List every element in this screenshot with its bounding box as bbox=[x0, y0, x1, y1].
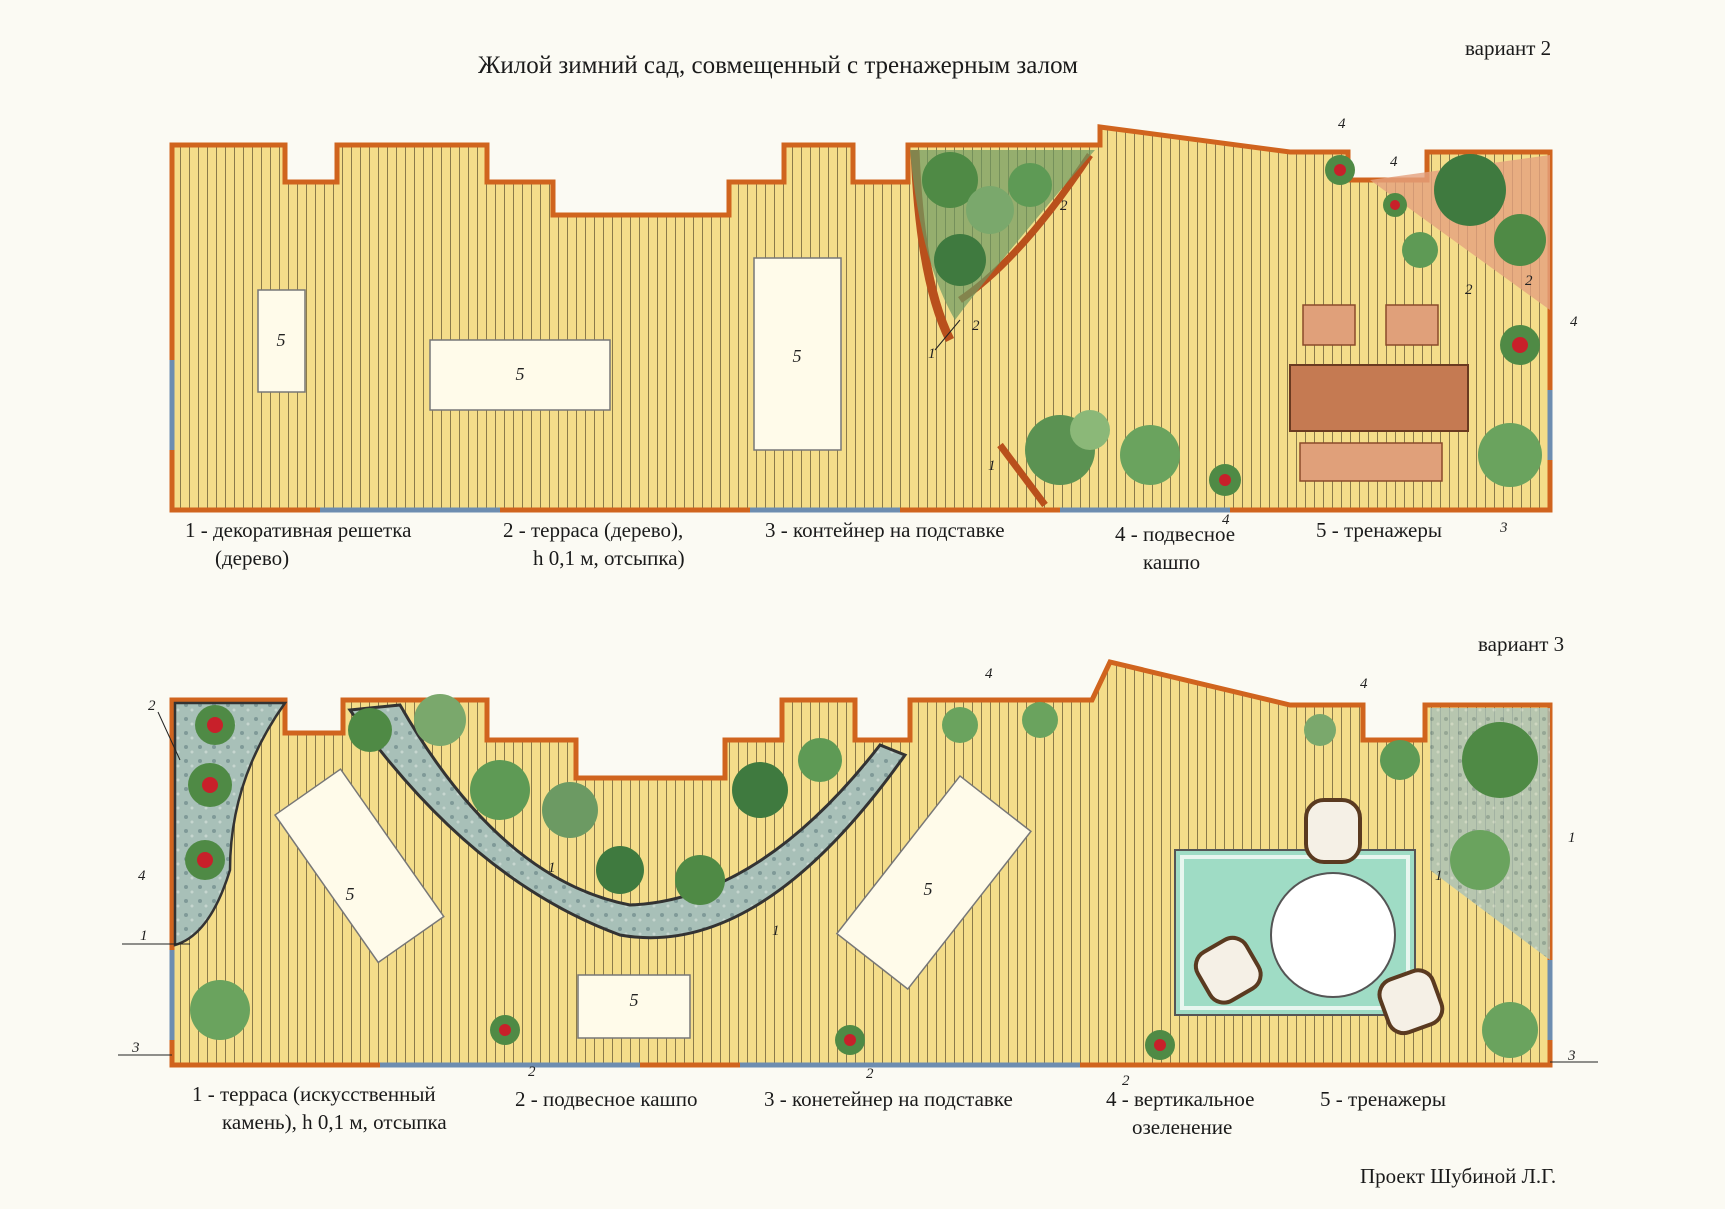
callout-number: 3 bbox=[131, 1040, 140, 1056]
legend-item: 2 - терраса (дерево), bbox=[503, 518, 684, 542]
callout-number: 2 bbox=[1122, 1073, 1130, 1089]
equipment-label: 5 bbox=[277, 330, 286, 350]
plan-variant-3 bbox=[169, 659, 1553, 1068]
legend-item: 2 - подвесное кашпо bbox=[515, 1087, 698, 1111]
equipment-labels: 5 5 5 5 5 5 bbox=[277, 330, 933, 1010]
plan-variant-2 bbox=[169, 124, 1553, 513]
legend-item: 5 - тренажеры bbox=[1316, 518, 1442, 542]
equipment-label: 5 bbox=[924, 879, 933, 899]
callout-number: 4 bbox=[985, 666, 993, 682]
equipment-2 bbox=[429, 339, 611, 411]
equipment-label: 5 bbox=[630, 990, 639, 1010]
callout-number: 3 bbox=[1567, 1048, 1576, 1064]
equipment-3 bbox=[753, 257, 842, 451]
author-credit: Проект Шубиной Л.Г. bbox=[1360, 1164, 1557, 1188]
callout-number: 2 bbox=[528, 1064, 536, 1080]
variant-label: вариант 2 bbox=[1465, 36, 1552, 60]
legend-item: 3 - конетейнер на подставке bbox=[764, 1087, 1013, 1111]
callout-number: 2 bbox=[1465, 282, 1473, 298]
legend-item: 3 - контейнер на подставке bbox=[765, 518, 1005, 542]
callouts: 1 2 2 1 4 4 2 2 4 3 4 2 4 1 3 4 4 1 1 1 … bbox=[118, 116, 1598, 1089]
legend-item: камень), h 0,1 м, отсыпка bbox=[222, 1110, 447, 1134]
legend-item: 4 - подвесное bbox=[1115, 522, 1236, 546]
equipment-label: 5 bbox=[793, 346, 802, 366]
callout-number: 3 bbox=[1499, 520, 1508, 536]
legend-item: 4 - вертикальное bbox=[1106, 1087, 1255, 1111]
callout-number: 1 bbox=[548, 860, 556, 876]
legend-item: кашпо bbox=[1143, 550, 1201, 574]
equipment-label: 5 bbox=[516, 364, 525, 384]
callout-number: 4 bbox=[1338, 116, 1346, 132]
callout-number: 2 bbox=[1525, 273, 1533, 289]
equipment-1 bbox=[257, 289, 306, 393]
equipment-4 bbox=[273, 768, 445, 964]
legend-item: 1 - декоративная решетка bbox=[185, 518, 412, 542]
callout-number: 1 bbox=[1568, 830, 1576, 846]
legend-item: h 0,1 м, отсыпка) bbox=[533, 546, 685, 570]
variant-label: вариант 3 bbox=[1478, 632, 1565, 656]
callout-number: 1 bbox=[928, 346, 936, 362]
equipment-label: 5 bbox=[346, 884, 355, 904]
page-title: Жилой зимний сад, совмещенный с тренажер… bbox=[478, 52, 1078, 79]
callout-number: 4 bbox=[1570, 314, 1578, 330]
equipment-6 bbox=[577, 974, 691, 1039]
callout-number: 4 bbox=[138, 868, 146, 884]
callout-number: 1 bbox=[772, 923, 780, 939]
legend-item: 5 - тренажеры bbox=[1320, 1087, 1446, 1111]
callout-number: 1 bbox=[988, 458, 996, 474]
callout-number: 2 bbox=[1060, 198, 1068, 214]
callout-number: 4 bbox=[1360, 676, 1368, 692]
callout-number: 1 bbox=[1435, 868, 1443, 884]
callout-number: 2 bbox=[866, 1066, 874, 1082]
callout-number: 4 bbox=[1390, 154, 1398, 170]
floor-plan-1 bbox=[169, 124, 1553, 513]
legend-item: озеленение bbox=[1132, 1115, 1233, 1139]
legend-item: 1 - терраса (искусственный bbox=[192, 1082, 436, 1106]
callout-number: 2 bbox=[148, 698, 156, 714]
equipment-5 bbox=[835, 774, 1032, 991]
callout-number: 2 bbox=[972, 318, 980, 334]
callout-number: 4 bbox=[1222, 512, 1230, 528]
legend-item: (дерево) bbox=[215, 546, 290, 570]
callout-number: 1 bbox=[140, 928, 148, 944]
